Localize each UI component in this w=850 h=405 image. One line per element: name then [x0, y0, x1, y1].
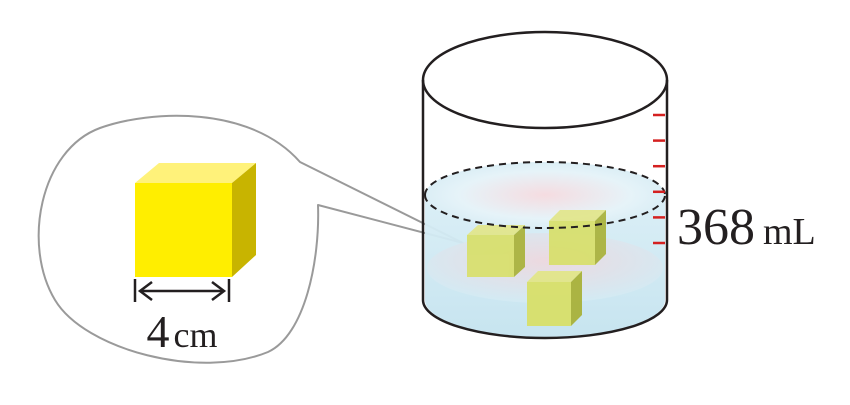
submerged-cube-1 [467, 225, 525, 277]
volume-unit: mL [763, 211, 816, 253]
cube-size-number: 4 [147, 306, 170, 357]
submerged-cube-1-side [514, 225, 525, 277]
submerged-cube-3-front [527, 282, 571, 326]
submerged-cube-3 [527, 271, 582, 326]
submerged-cube-1-front [467, 235, 514, 277]
beaker-base [421, 299, 669, 340]
volume-number: 368 [677, 199, 755, 256]
submerged-cube-1-top [467, 225, 525, 235]
cube-top-face [135, 163, 256, 183]
water-surface [425, 162, 665, 228]
submerged-cube-2-front [549, 221, 595, 265]
beaker [421, 30, 669, 340]
cube-side-face [232, 163, 256, 277]
cube-front-face [135, 183, 232, 277]
measurement-scale [653, 113, 665, 245]
cube-size-unit: cm [174, 315, 218, 355]
submerged-cube-2 [549, 210, 606, 265]
beaker-rim [421, 30, 669, 130]
cube-dimension-marker [133, 279, 231, 302]
submerged-cube-3-side [571, 271, 582, 326]
dimension-arrow-left [137, 281, 153, 301]
dimension-arrow-right [211, 281, 227, 301]
submerged-cube-3-top [527, 271, 582, 282]
submerged-cube-2-top [549, 210, 606, 221]
single-cube [135, 163, 256, 277]
